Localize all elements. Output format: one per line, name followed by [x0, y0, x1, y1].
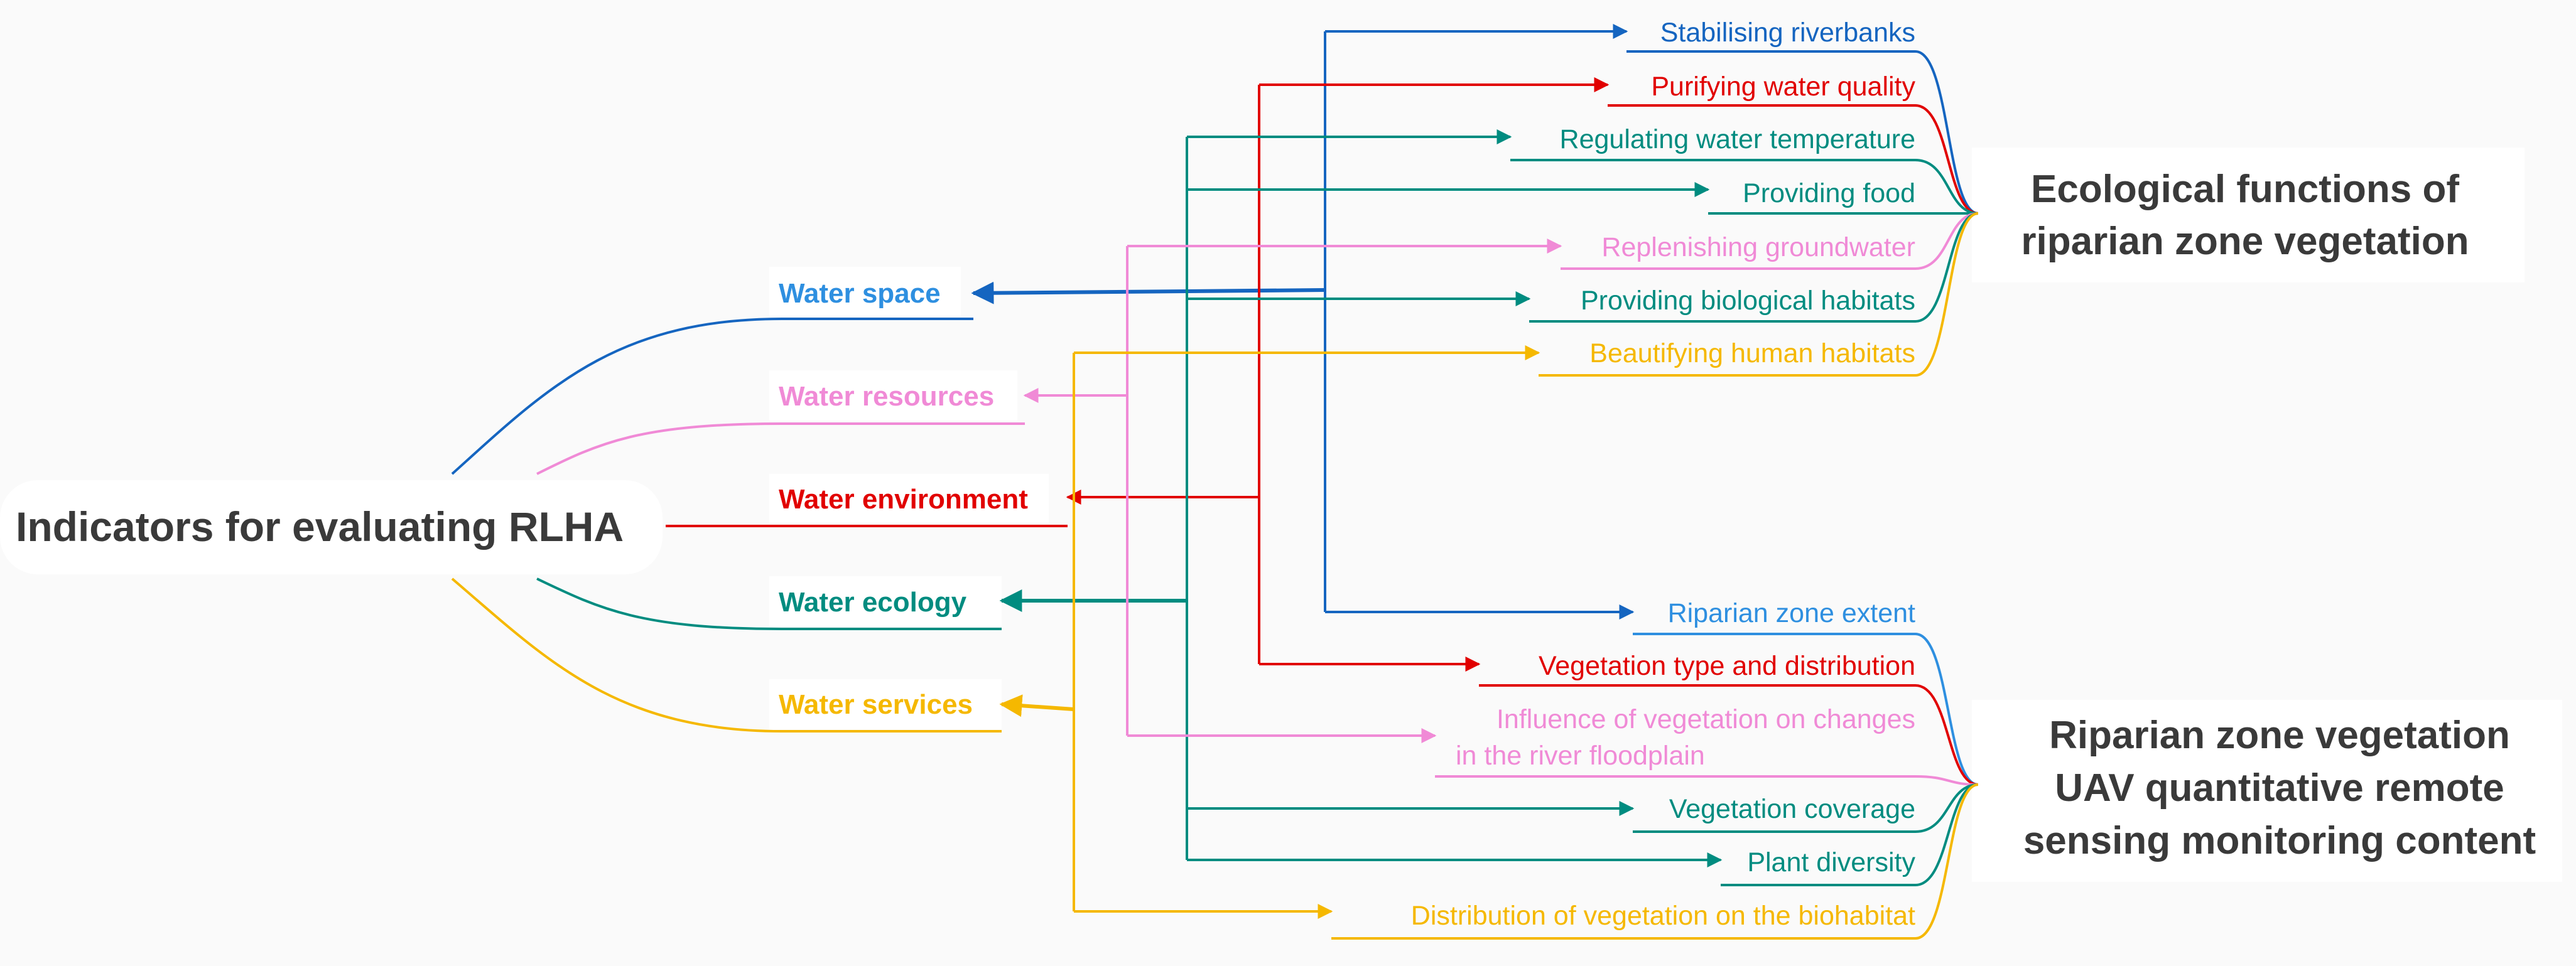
arrow-to-water-space: [971, 281, 1326, 304]
connector-network: [971, 24, 1723, 919]
arrow-to-water-services: [999, 694, 1074, 717]
root-label: Indicators for evaluating RLHA: [16, 503, 624, 550]
fn-label-stabilising: Stabilising riverbanks: [1660, 18, 1915, 48]
mon-label-diversity: Plant diversity: [1747, 847, 1915, 877]
hub-box-monitoring: [1972, 700, 2562, 882]
hub-functions-line-1: Ecological functions of: [2031, 168, 2459, 211]
fn-label-beautifying: Beautifying human habitats: [1589, 338, 1915, 368]
fn-label-replenishing: Replenishing groundwater: [1601, 232, 1915, 262]
mon-branch-diversity: [1721, 783, 1979, 886]
category-labels: Water space Water resources Water enviro…: [769, 267, 1049, 729]
fn-label-regulating: Regulating water temperature: [1560, 124, 1915, 154]
mon-branch-coverage: [1633, 783, 1979, 833]
category-water-services: Water services: [779, 689, 973, 720]
category-water-ecology: Water ecology: [779, 587, 967, 618]
fn-branch-habitats: [1529, 212, 1979, 323]
hub-box-functions: [1972, 148, 2525, 282]
fn-branch-regulating: [1510, 159, 1979, 215]
mon-label-coverage: Vegetation coverage: [1669, 794, 1915, 824]
hub-monitoring-line-1: Riparian zone vegetation: [2049, 714, 2510, 757]
fn-label-food: Providing food: [1743, 178, 1915, 208]
category-box-environment: [769, 474, 1049, 523]
fn-branch-stabilising: [1626, 50, 1979, 215]
mon-branch-extent: [1633, 633, 1979, 786]
fn-label-habitats: Providing biological habitats: [1581, 286, 1915, 316]
connectors-environment: [1066, 77, 1610, 672]
hub-monitoring-line-2: UAV quantitative remote: [2055, 766, 2504, 810]
mon-branch-floodplain: [1435, 775, 1979, 786]
mon-branch-vegtype: [1479, 684, 1979, 786]
category-water-environment: Water environment: [779, 484, 1028, 515]
root-node-box: [0, 480, 663, 574]
hub-monitoring-line-3: sensing monitoring content: [2023, 819, 2536, 862]
category-box-resources: [769, 370, 1017, 421]
root-node: Indicators for evaluating RLHA: [0, 480, 1068, 574]
fn-branch-purifying: [1608, 104, 1979, 215]
category-box-ecology: [769, 576, 1002, 626]
branch-services: [451, 577, 1002, 733]
branch-space: [451, 318, 973, 475]
category-water-resources: Water resources: [779, 381, 994, 412]
category-box-space: [769, 267, 961, 316]
fn-label-purifying: Purifying water quality: [1651, 72, 1915, 102]
hub-functions-line-2: riparian zone vegetation: [2021, 220, 2469, 263]
connectors-ecology: [999, 129, 1723, 867]
connectors-resources: [1023, 239, 1562, 743]
mon-label-floodplain-2: in the river floodplain: [1456, 741, 1705, 771]
connectors-services: [999, 345, 1540, 919]
mon-label-vegtype: Vegetation type and distribution: [1539, 651, 1915, 681]
hub-nodes: Ecological functions of riparian zone ve…: [1972, 148, 2562, 882]
branch-ecology: [536, 577, 1002, 630]
fn-branch-beautifying: [1539, 212, 1979, 377]
category-water-space: Water space: [779, 278, 941, 309]
function-items: Stabilising riverbanks Purifying water q…: [1510, 18, 1979, 377]
monitoring-items: Riparian zone extent Vegetation type and…: [1331, 598, 1979, 940]
mon-label-floodplain-1: Influence of vegetation on changes: [1496, 704, 1915, 734]
category-box-services: [769, 679, 1002, 729]
root-branches: [451, 318, 1025, 733]
branch-resources: [536, 422, 1025, 475]
mon-branch-biohabitat: [1331, 783, 1979, 940]
mon-label-biohabitat: Distribution of vegetation on the biohab…: [1411, 901, 1915, 931]
mon-label-extent: Riparian zone extent: [1668, 598, 1915, 628]
connectors-space: [971, 24, 1635, 620]
fn-branch-replenishing: [1561, 212, 1979, 270]
